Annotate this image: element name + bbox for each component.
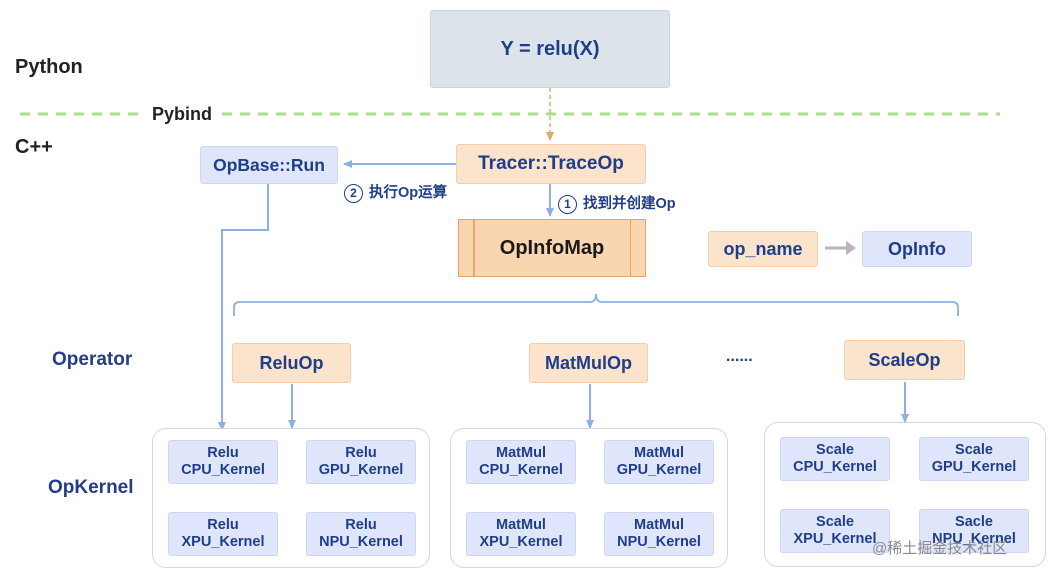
layer-operator-label: Operator (52, 349, 133, 370)
legend-opname-label: op_name (723, 238, 803, 259)
opbase-run-box: OpBase::Run (200, 146, 338, 184)
legend-opname-box: op_name (708, 231, 818, 267)
python-call-box: Y = relu(X) (430, 10, 670, 88)
legend-opinfo-label: OpInfo (888, 238, 946, 259)
legend-arrowhead (846, 241, 856, 255)
scale-cpu-kernel: Scale CPU_Kernel (780, 437, 890, 481)
matmulop-box: MatMulOp (529, 343, 648, 383)
layer-cpp-label: C++ (15, 136, 53, 158)
opinfomap-left-rule (473, 220, 475, 276)
layer-pybind-label: Pybind (150, 104, 215, 125)
step1-note: 1 找到并创建Op (558, 192, 676, 214)
step1-number: 1 (558, 194, 577, 214)
scaleop-label: ScaleOp (868, 349, 941, 370)
step2-note: 2 执行Op运算 (344, 181, 447, 203)
opinfomap-right-rule (629, 220, 631, 276)
reluop-label: ReluOp (259, 352, 324, 373)
opinfomap-label: OpInfoMap (499, 236, 605, 259)
step1-text: 找到并创建Op (583, 196, 676, 212)
python-call-text: Y = relu(X) (500, 37, 600, 60)
scale-xpu-kernel: Scale XPU_Kernel (780, 509, 890, 553)
opbase-to-relu-cpu-arrow (218, 184, 269, 431)
scale-npu-kernel: Sacle NPU_Kernel (919, 509, 1029, 553)
relu-xpu-kernel: Relu XPU_Kernel (168, 512, 278, 556)
matmul-cpu-kernel: MatMul CPU_Kernel (466, 440, 576, 484)
opinfomap-brace (233, 293, 959, 316)
tracer-traceop-label: Tracer::TraceOp (478, 153, 624, 174)
watermark: @稀土掘金技术社区 (872, 540, 1008, 557)
step2-text: 执行Op运算 (369, 185, 448, 201)
relu-cpu-kernel: Relu CPU_Kernel (168, 440, 278, 484)
step2-number: 2 (344, 183, 363, 203)
matmul-gpu-kernel: MatMul GPU_Kernel (604, 440, 714, 484)
scaleop-box: ScaleOp (844, 340, 965, 380)
matmul-xpu-kernel: MatMul XPU_Kernel (466, 512, 576, 556)
matmulop-label: MatMulOp (545, 352, 632, 373)
relu-gpu-kernel: Relu GPU_Kernel (306, 440, 416, 484)
layer-python-label: Python (15, 56, 83, 78)
opinfomap-box: OpInfoMap (458, 219, 646, 277)
scale-gpu-kernel: Scale GPU_Kernel (919, 437, 1029, 481)
matmul-npu-kernel: MatMul NPU_Kernel (604, 512, 714, 556)
opbase-run-label: OpBase::Run (213, 154, 325, 175)
layer-opkernel-label: OpKernel (48, 477, 134, 498)
legend-opinfo-box: OpInfo (862, 231, 972, 267)
ops-ellipsis: ...... (726, 348, 753, 365)
relu-npu-kernel: Relu NPU_Kernel (306, 512, 416, 556)
tracer-traceop-box: Tracer::TraceOp (456, 144, 646, 184)
reluop-box: ReluOp (232, 343, 351, 383)
